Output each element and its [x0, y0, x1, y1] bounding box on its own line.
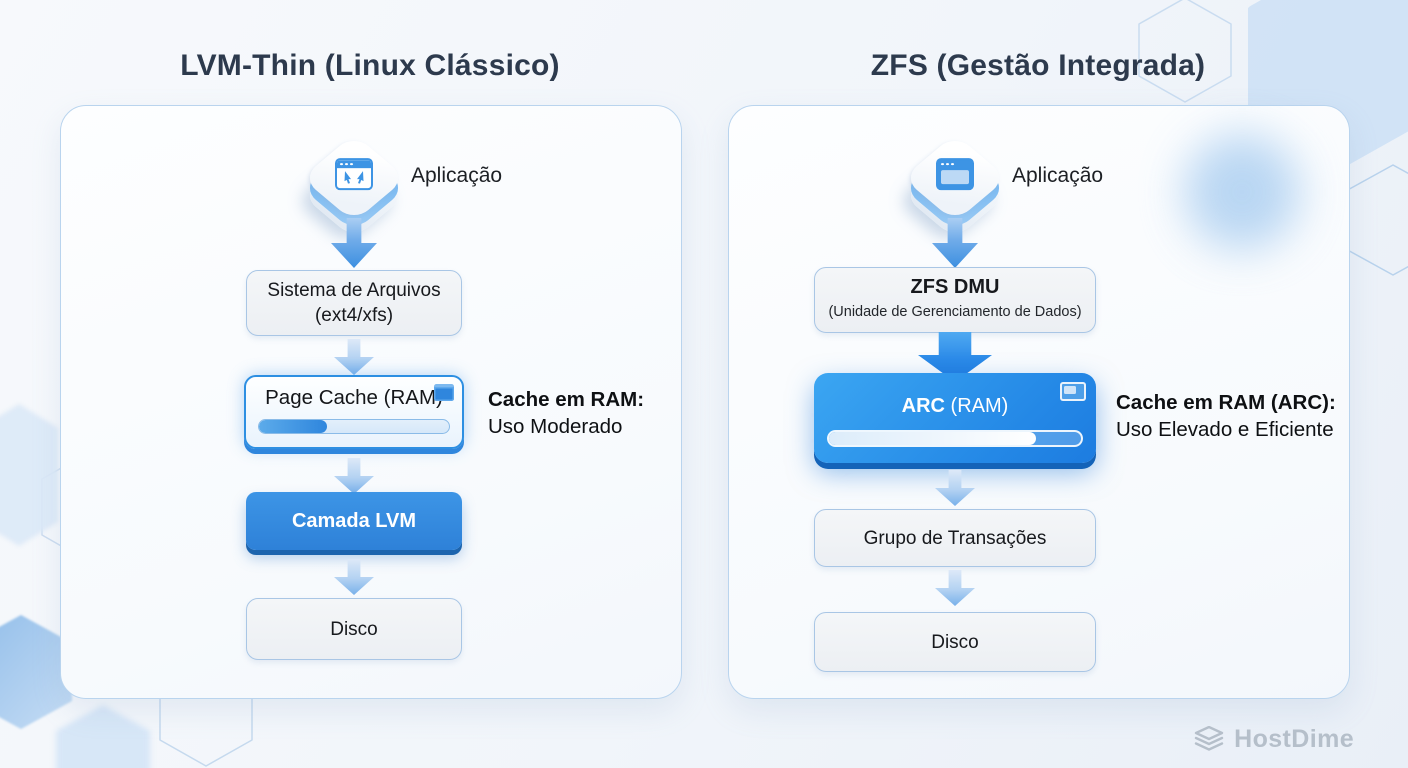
ram-usage-fill [259, 420, 328, 433]
arc-label-bold: ARC [901, 395, 945, 417]
disk-box: Disco [246, 598, 462, 660]
window-cursors-icon [335, 158, 373, 191]
arrow-lvm-to-disk [334, 559, 374, 595]
arc-annotation-title: Cache em RAM (ARC): [1116, 391, 1336, 414]
disk-box: Disco [814, 612, 1096, 672]
arc-annotation: Cache em RAM (ARC): Uso Elevado e Eficie… [1116, 389, 1336, 443]
hostdime-wordmark: HostDime [1234, 725, 1354, 753]
zfs-panel: Aplicação ZFS DMU (Unidade de Gerenciame… [728, 105, 1350, 699]
arc-cache-box: ARC (RAM) [814, 373, 1096, 463]
arrow-txg-to-disk [935, 570, 975, 606]
glow-decoration [1184, 134, 1300, 250]
hexagon-filled-decoration [56, 705, 150, 768]
transaction-group-box: Grupo de Transações [814, 509, 1096, 567]
arc-label-rest: (RAM) [945, 395, 1009, 417]
zfs-dmu-box: ZFS DMU (Unidade de Gerenciamento de Dad… [814, 267, 1096, 333]
right-panel-title: ZFS (Gestão Integrada) [870, 49, 1206, 82]
application-icon [299, 128, 409, 239]
lvm-layer-label: Camada LVM [291, 509, 417, 532]
hostdime-logo: HostDime [1193, 725, 1354, 754]
page-cache-label: Page Cache (RAM) [265, 386, 443, 409]
arc-usage-fill [829, 432, 1036, 445]
application-label: Aplicação [1012, 164, 1104, 187]
arc-annotation-subtitle: Uso Elevado e Eficiente [1116, 418, 1334, 441]
ram-chip-icon [434, 384, 454, 401]
arrow-pagecache-to-lvm [334, 458, 374, 494]
filesystem-box: Sistema de Arquivos (ext4/xfs) [246, 270, 462, 336]
zfs-dmu-label-line1: ZFS DMU [910, 276, 1000, 298]
arc-label: ARC (RAM) [902, 395, 1009, 418]
arrow-filesystem-to-pagecache [334, 339, 374, 375]
cache-annotation: Cache em RAM: Uso Moderado [488, 386, 644, 440]
zfs-dmu-label-line2: (Unidade de Gerenciamento de Dados) [828, 304, 1082, 320]
hostdime-stack-icon [1194, 725, 1224, 751]
filesystem-label-line1: Sistema de Arquivos [267, 280, 441, 301]
hexagon-filled-decoration [0, 404, 58, 546]
transaction-group-label: Grupo de Transações [863, 527, 1047, 549]
lvm-thin-panel: Aplicação Sistema de Arquivos (ext4/xfs)… [60, 105, 682, 699]
application-label: Aplicação [411, 164, 503, 187]
left-panel-title: LVM-Thin (Linux Clássico) [180, 49, 560, 82]
arc-usage-bar [827, 430, 1083, 447]
disk-label: Disco [931, 631, 979, 653]
filesystem-label-line2: (ext4/xfs) [314, 305, 394, 326]
application-icon [900, 128, 1010, 239]
page-cache-box: Page Cache (RAM) [244, 375, 464, 449]
arrow-arc-to-txg [935, 470, 975, 506]
cache-annotation-subtitle: Uso Moderado [488, 415, 623, 438]
disk-label: Disco [330, 618, 378, 640]
cache-annotation-title: Cache em RAM: [488, 388, 645, 411]
ram-chip-icon [1060, 382, 1086, 401]
window-icon [936, 158, 974, 191]
lvm-layer-box: Camada LVM [246, 492, 462, 550]
ram-usage-bar [258, 419, 450, 434]
